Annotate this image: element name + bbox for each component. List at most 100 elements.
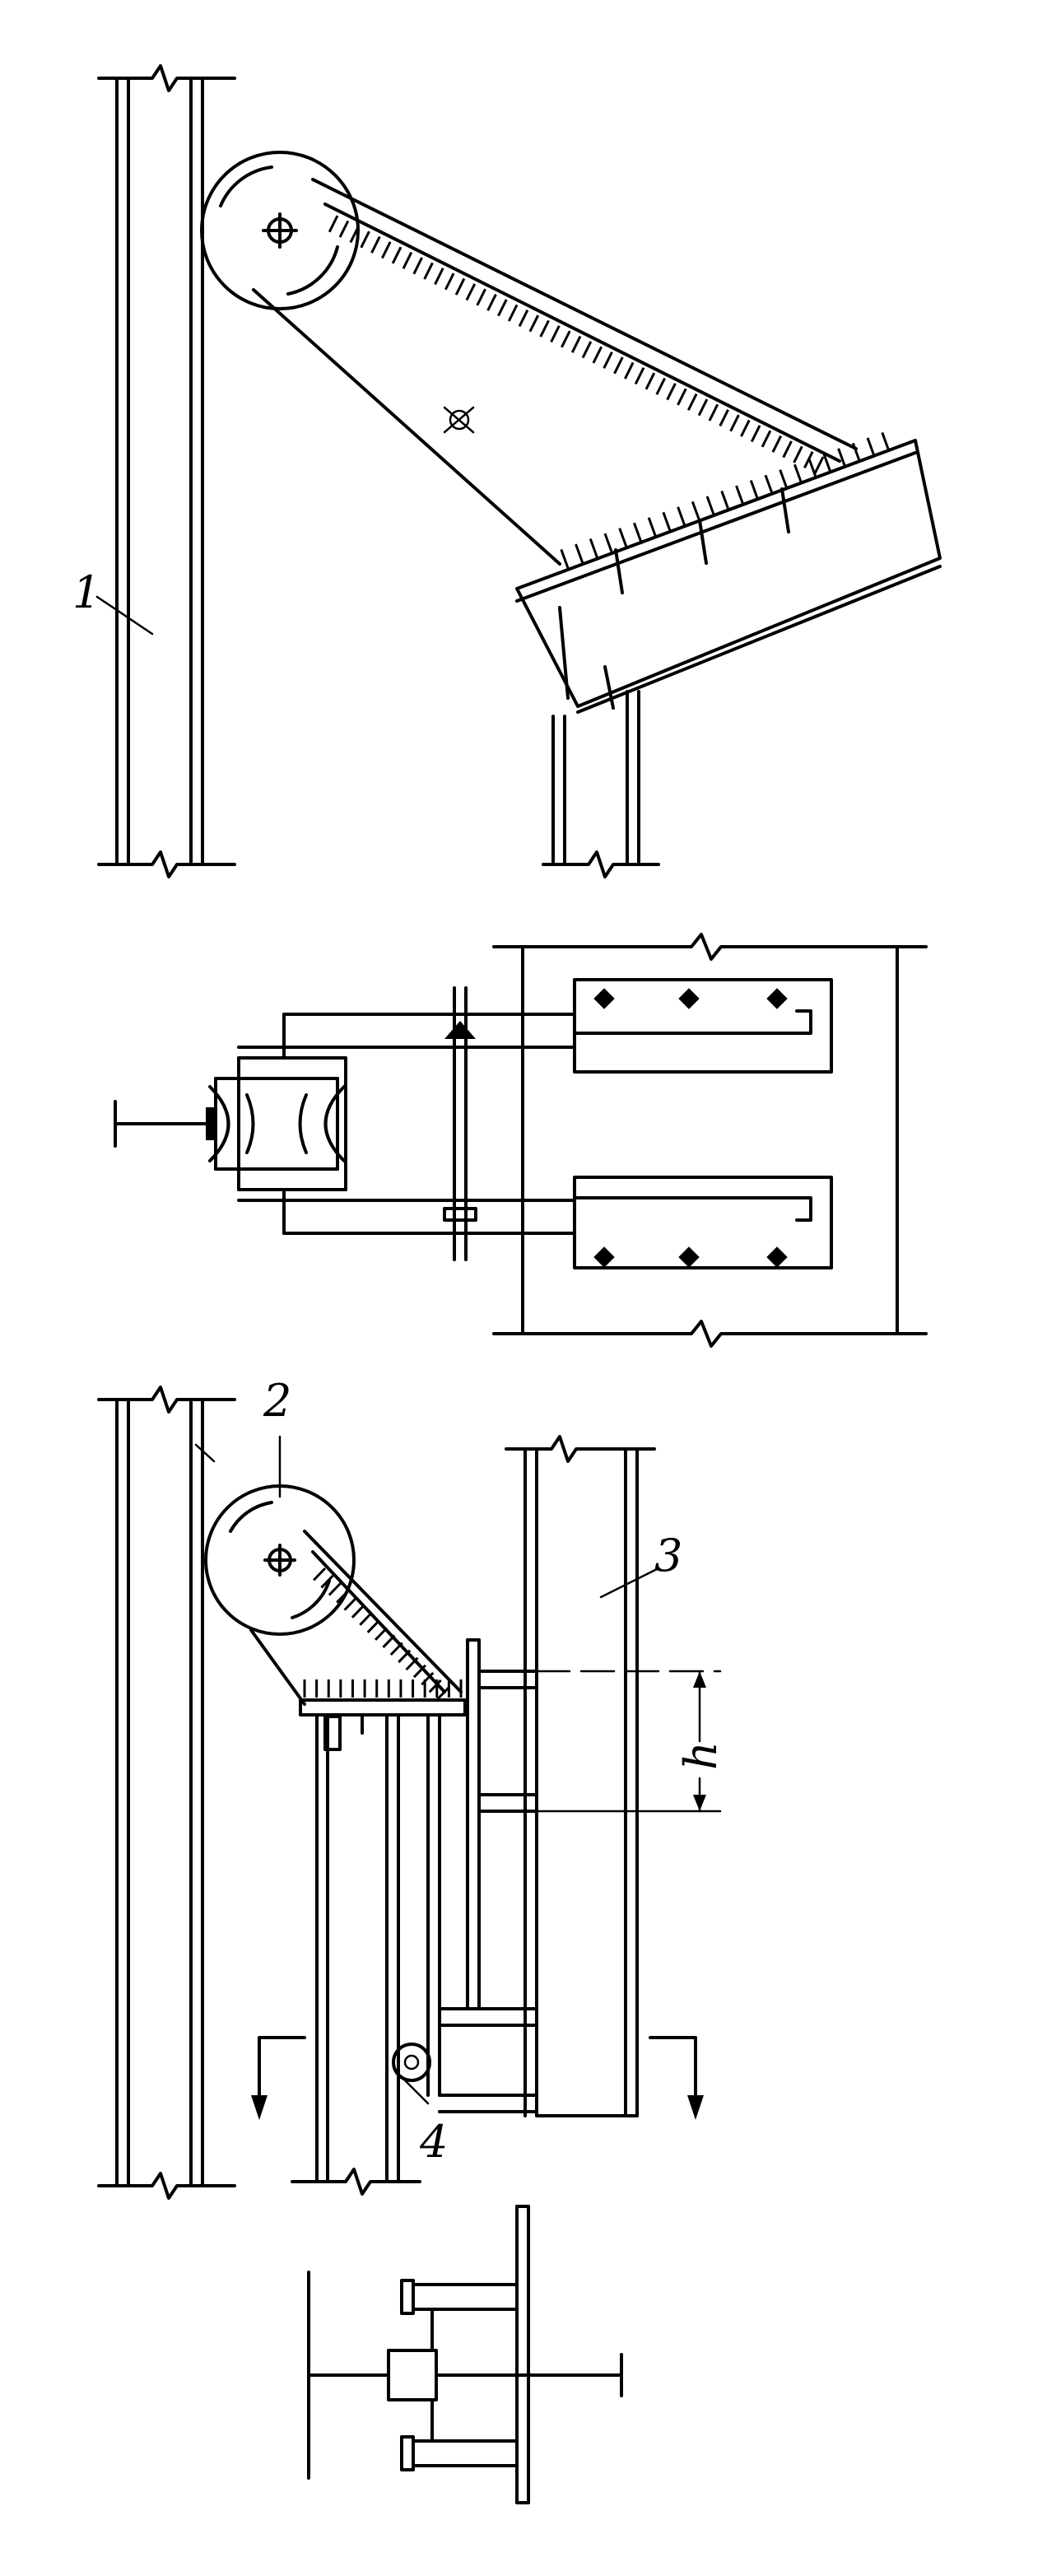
hatch-tick	[444, 273, 455, 291]
hatch-tick	[655, 377, 666, 395]
sheave-2	[204, 1435, 356, 1636]
hatch-tick	[518, 309, 529, 328]
hatch-tick	[575, 543, 584, 564]
hatch-tick	[686, 393, 698, 411]
bracket-legs	[291, 1638, 481, 2196]
hatch-tick	[719, 409, 729, 427]
hatch-tick	[881, 431, 891, 452]
hatch-tick	[402, 251, 413, 269]
hatch-tick	[436, 1686, 450, 1701]
hatch-tick	[793, 445, 803, 463]
hatch-tick	[666, 383, 677, 401]
inclined-strut	[252, 178, 858, 566]
hatch-tick	[837, 448, 847, 468]
view-3-front-elevation: h 2 3 4	[97, 1375, 727, 2200]
hatch-tick	[720, 490, 730, 510]
hatch-tick	[570, 335, 582, 353]
hatch-tick	[389, 1642, 403, 1656]
hatch-tick	[581, 341, 593, 359]
hatch-tick	[779, 469, 789, 489]
hatch-tick	[370, 235, 381, 254]
hatch-tick	[592, 346, 603, 364]
hatch-tick	[813, 456, 825, 474]
hatch-tick	[708, 403, 719, 422]
hatch-tick	[328, 215, 339, 233]
hatch-tick	[465, 283, 477, 301]
hatch-tick	[807, 459, 817, 478]
hatch-tick	[677, 506, 686, 526]
hatch-tick	[423, 262, 434, 280]
section-symbol	[443, 406, 475, 434]
hatch-tick	[561, 330, 571, 348]
hatch-tick	[729, 414, 740, 432]
view-2-plan	[114, 933, 928, 1348]
hatch-tick	[349, 226, 360, 244]
hatch-tick	[793, 463, 803, 484]
hatch-tick	[603, 351, 613, 369]
hatch-tick	[381, 241, 392, 259]
hatch-tick	[434, 268, 444, 286]
hatch-tick	[360, 231, 370, 249]
roller-4	[392, 2043, 431, 2105]
label-h: h	[675, 1741, 727, 1770]
label-column-3: 3	[654, 1530, 682, 1581]
inclined-beam	[515, 431, 942, 714]
hatch-tick	[528, 314, 540, 333]
column-1	[97, 64, 236, 878]
hatch-tick	[851, 442, 861, 463]
hatch-tick	[771, 435, 783, 453]
hatch-tick	[677, 388, 687, 406]
hatch-tick	[866, 437, 876, 457]
bolts-lower	[593, 1246, 788, 1268]
support-post	[542, 690, 660, 878]
hatch-tick	[412, 1664, 426, 1679]
hatch-tick	[412, 257, 423, 275]
hatch-tick	[336, 1590, 350, 1604]
hatch-tick	[560, 548, 570, 569]
hatch-tick	[618, 528, 628, 547]
hatch-tick	[822, 453, 832, 473]
hatch-tick	[603, 533, 613, 553]
view-1-side-elevation: 1	[72, 64, 942, 878]
hatch-tick	[507, 304, 519, 322]
hatch-tick	[338, 220, 350, 238]
hatch-tick	[428, 1679, 442, 1693]
dimension-h: h	[535, 1670, 727, 1813]
hatch-tick	[633, 522, 643, 543]
label-column-1: 1	[72, 566, 100, 618]
hatch-tick	[320, 1575, 334, 1589]
hatch-tick	[634, 367, 645, 385]
hatch-tick	[613, 356, 624, 375]
sheave-top	[200, 151, 360, 310]
hatch-tick	[375, 1627, 389, 1641]
pulley-plan	[114, 1056, 347, 1191]
crane-column-3	[438, 1435, 656, 2117]
hatch-tick	[644, 372, 656, 390]
hatch-tick	[328, 1582, 342, 1596]
hatch-tick	[359, 1612, 373, 1626]
hatch-tick	[697, 398, 709, 417]
label-sheave-2: 2	[263, 1375, 291, 1427]
hatch-tick	[497, 299, 508, 317]
hatch-tick	[647, 517, 657, 537]
hatch-tick	[589, 538, 598, 558]
view-4-section	[307, 2205, 623, 2504]
hatch-tick	[391, 246, 403, 264]
hatch-tick	[624, 361, 635, 380]
hatch-tick	[454, 277, 466, 296]
hatch-tick	[351, 1605, 365, 1619]
hatch-tick	[761, 430, 772, 448]
hatch-tick	[662, 511, 672, 532]
bolts-upper	[593, 988, 788, 1009]
hatch-tick	[740, 419, 751, 437]
hatch-tick	[313, 1567, 327, 1581]
hatch-tick	[476, 288, 486, 306]
hatch-tick	[366, 1619, 380, 1633]
label-roller-4: 4	[419, 2116, 448, 2168]
hatch-tick	[343, 1597, 357, 1611]
hatch-tick	[691, 501, 700, 521]
hatch-tick	[405, 1656, 419, 1671]
small-bracket	[249, 1530, 467, 1735]
hatch-tick	[782, 440, 793, 459]
